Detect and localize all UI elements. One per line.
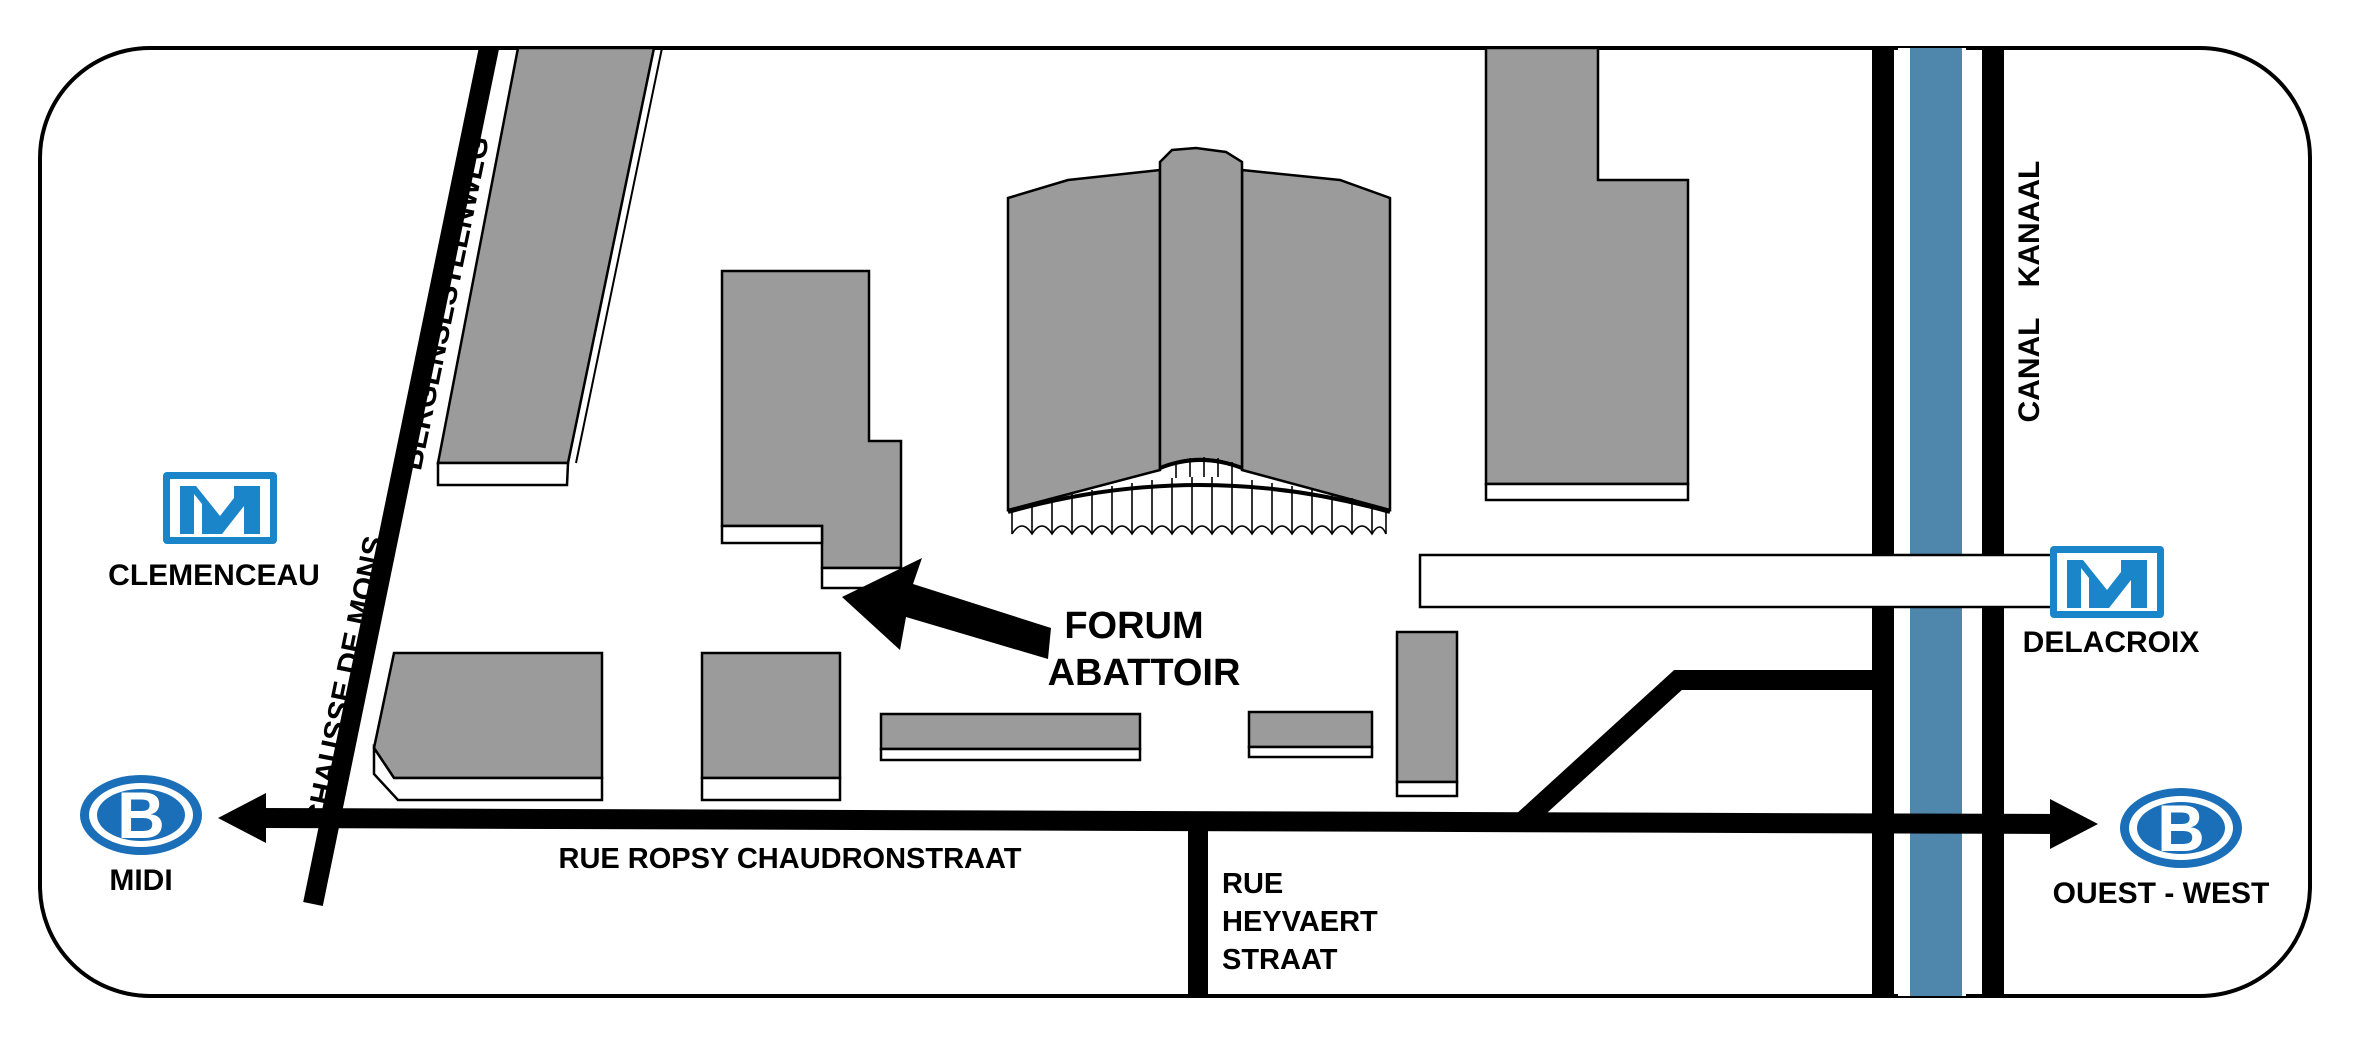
east-arrowhead [2050, 799, 2098, 849]
station-label-delacroix: DELACROIX [2023, 626, 2200, 659]
diagonal-road [1513, 670, 1872, 832]
station-label-clemenceau: CLEMENCEAU [108, 559, 320, 592]
building-lower-5 [1395, 630, 1459, 798]
rail-icon: B [2120, 788, 2242, 868]
street-label-heyvaert-3: STRAAT [1222, 944, 1338, 976]
metro-icon [2050, 546, 2164, 618]
street-label-heyvaert-2: HEYVAERT [1222, 906, 1378, 938]
delacroix-platform [1418, 553, 2058, 609]
station-label-ouest: OUEST - WEST [2053, 877, 2270, 910]
canal [1872, 48, 2004, 996]
building-lower-4 [1247, 710, 1374, 759]
rail-letter: B [117, 778, 165, 852]
building-stepped [720, 269, 903, 590]
rail-icon: B [80, 775, 202, 855]
roads [218, 45, 2098, 996]
rail-letter: B [2157, 791, 2205, 865]
chaussee-road [303, 45, 499, 907]
building-top-left [436, 46, 663, 487]
building-lower-2 [700, 651, 842, 802]
ropsy-road [259, 808, 2059, 834]
abattoir-hall [1006, 146, 1392, 536]
building-lower-3 [879, 712, 1142, 762]
street-label-ropsy: RUE ROPSY CHAUDRONSTRAAT [559, 843, 1022, 875]
map-frame [38, 46, 2312, 998]
street-label-heyvaert-1: RUE [1222, 868, 1283, 900]
building-lower-1 [372, 651, 604, 802]
street-label-canal: CANAL [2013, 318, 2046, 423]
west-arrowhead [218, 793, 266, 843]
destination-line2: ABATTOIR [1048, 652, 1241, 694]
station-label-midi: MIDI [109, 864, 172, 897]
building-top-right [1484, 46, 1690, 502]
arrow-pointer-icon [842, 558, 1051, 659]
destination-line1: FORUM [1064, 605, 1203, 647]
street-label-kanaal: KANAAL [2013, 161, 2046, 288]
metro-icon [163, 472, 277, 544]
